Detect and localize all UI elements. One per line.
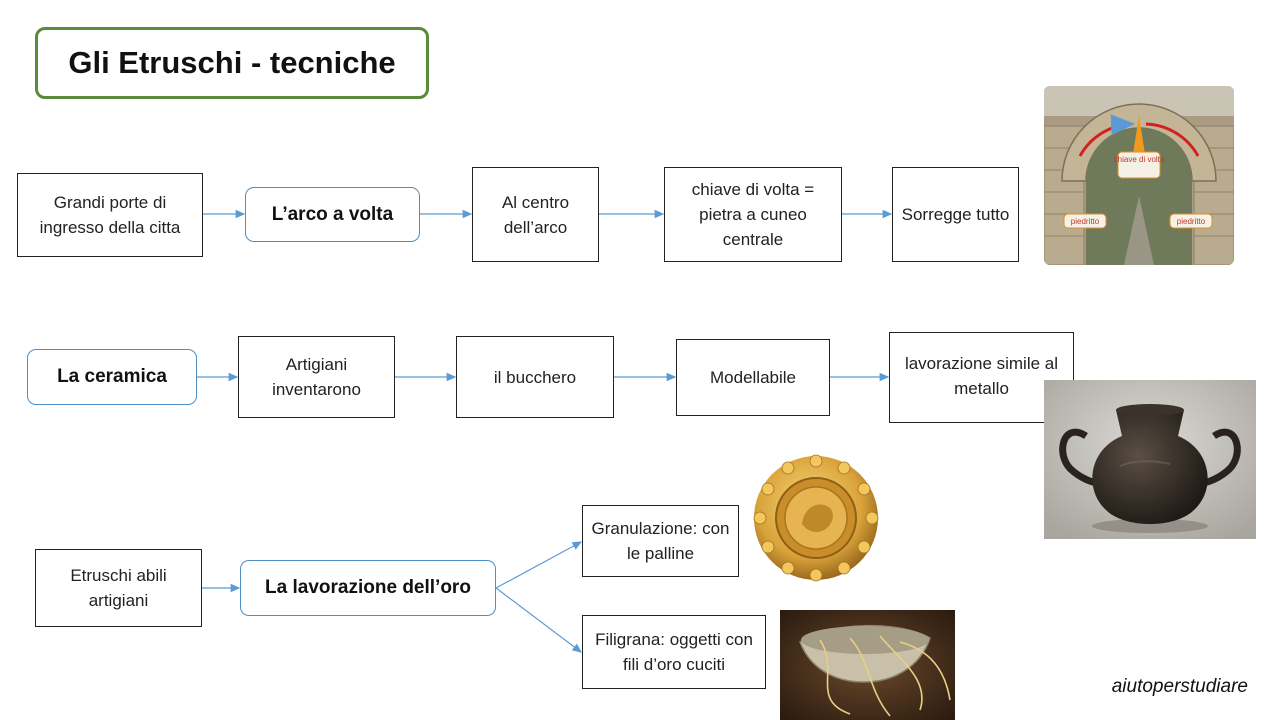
box-lavorazione-simile: lavorazione simile al metallo: [889, 332, 1074, 423]
box-etruschi-abili: Etruschi abili artigiani: [35, 549, 202, 627]
box-grandi-porte: Grandi porte di ingresso della citta: [17, 173, 203, 257]
box-filigrana: Filigrana: oggetti con fili d’oro cuciti: [582, 615, 766, 689]
arch-label-key: chiave di volta: [1114, 155, 1165, 164]
arch-label-left: piedritto: [1071, 217, 1100, 226]
box-al-centro: Al centro dell’arco: [472, 167, 599, 262]
box-il-bucchero: il bucchero: [456, 336, 614, 418]
filigree-bowl-photo: [780, 610, 955, 720]
box-modellabile: Modellabile: [676, 339, 830, 416]
box-lavorazione-oro: La lavorazione dell’oro: [240, 560, 496, 616]
arch-label-right: piedritto: [1177, 217, 1206, 226]
footer-credit: aiutoperstudiare: [1111, 676, 1248, 697]
box-granulazione: Granulazione: con le palline: [582, 505, 739, 577]
box-arco-a-volta: L’arco a volta: [245, 187, 420, 242]
box-artigiani-inventarono: Artigiani inventarono: [238, 336, 395, 418]
page-title: Gli Etruschi - tecniche: [35, 27, 429, 99]
bucchero-vase-photo: [1044, 380, 1256, 539]
box-sorregge-tutto: Sorregge tutto: [892, 167, 1019, 262]
box-la-ceramica: La ceramica: [27, 349, 197, 405]
arch-photo: chiave di volta piedritto piedritto: [1044, 86, 1234, 265]
box-chiave-di-volta: chiave di volta = pietra a cuneo central…: [664, 167, 842, 262]
gold-granulation-disc-photo: [750, 452, 882, 584]
